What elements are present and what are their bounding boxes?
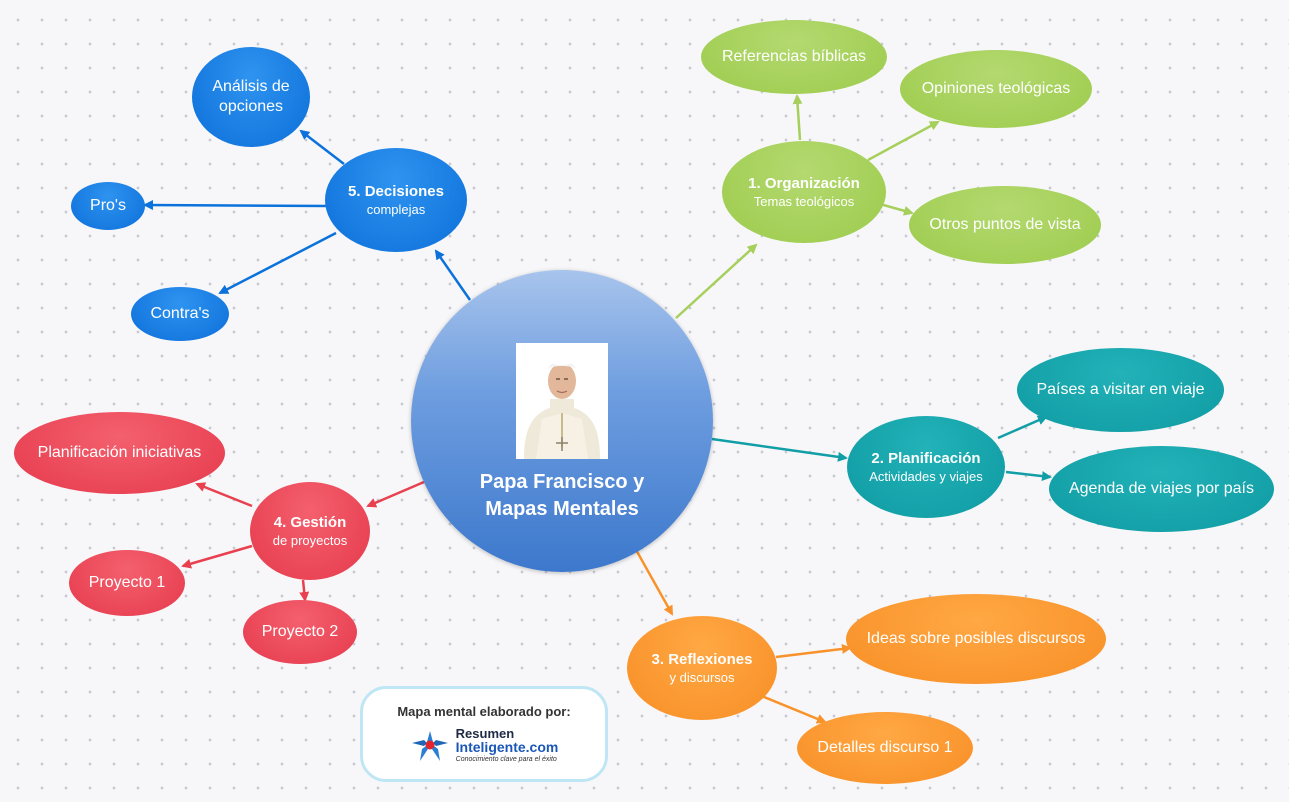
link-gestion-proyecto1 <box>181 544 253 569</box>
branch-planificacion-title: 2. Planificación <box>871 450 981 467</box>
logo-line1: Resumen <box>455 726 515 741</box>
link-decisiones-contras <box>218 231 337 295</box>
branch-decisiones-subtitle: complejas <box>366 202 426 217</box>
branch-reflexiones-title: 3. Reflexiones <box>651 651 753 668</box>
link-center-gestion <box>366 480 425 508</box>
resumen-inteligente-logo[interactable]: Resumen Inteligente.com Conocimiento cla… <box>410 726 559 765</box>
credit-text: Mapa mental elaborado por: <box>397 704 571 719</box>
link-reflexiones-ideas <box>775 644 852 659</box>
link-decisiones-analisis <box>299 129 345 165</box>
leaf-pros[interactable]: Pro's <box>71 182 145 230</box>
link-planificacion-agenda <box>1005 470 1052 482</box>
link-gestion-planificacion <box>195 482 253 508</box>
link-organizacion-referencias <box>792 94 803 141</box>
link-center-organizacion <box>675 243 758 319</box>
leaf-agenda-de-viajes[interactable]: Agenda de viajes por país <box>1049 446 1274 532</box>
leaf-detalles-discurso-1[interactable]: Detalles discurso 1 <box>797 712 973 784</box>
branch-gestion[interactable]: 4. Gestión de proyectos <box>250 482 370 580</box>
branch-organizacion-title: 1. Organización <box>748 175 860 192</box>
center-title-line1: Papa Francisco y <box>479 471 645 493</box>
credit-box: Mapa mental elaborado por: Resumen Intel… <box>360 686 608 782</box>
leaf-contras[interactable]: Contra's <box>131 287 229 341</box>
leaf-planificacion-iniciativas[interactable]: Planificación iniciativas <box>14 412 225 494</box>
leaf-proyecto-1[interactable]: Proyecto 1 <box>69 550 185 616</box>
branch-planificacion-subtitle: Actividades y viajes <box>869 469 983 484</box>
link-planificacion-paises <box>997 415 1048 440</box>
center-node[interactable]: Papa Francisco y Mapas Mentales <box>411 270 713 572</box>
branch-organizacion[interactable]: 1. Organización Temas teológicos <box>722 141 886 243</box>
leaf-paises-a-visitar[interactable]: Países a visitar en viaje <box>1017 348 1224 432</box>
link-organizacion-otros <box>879 202 914 216</box>
branch-organizacion-subtitle: Temas teológicos <box>753 194 855 209</box>
branch-gestion-title: 4. Gestión <box>273 514 347 531</box>
branch-gestion-subtitle: de proyectos <box>272 533 348 548</box>
branch-decisiones[interactable]: 5. Decisiones complejas <box>325 148 467 252</box>
link-decisiones-pros <box>143 200 329 211</box>
leaf-otros-puntos-de-vista[interactable]: Otros puntos de vista <box>909 186 1101 264</box>
logo-line2: Inteligente.com <box>455 739 559 755</box>
leaf-opiniones-teologicas[interactable]: Opiniones teológicas <box>900 50 1092 128</box>
leaf-ideas-sobre-discursos[interactable]: Ideas sobre posibles discursos <box>846 594 1106 684</box>
link-center-reflexiones <box>633 547 674 616</box>
branch-planificacion[interactable]: 2. Planificación Actividades y viajes <box>847 416 1005 518</box>
link-gestion-proyecto2 <box>299 579 310 602</box>
leaf-proyecto-2[interactable]: Proyecto 2 <box>243 600 357 664</box>
link-organizacion-opiniones <box>867 120 940 162</box>
branch-decisiones-title: 5. Decisiones <box>348 183 444 200</box>
leaf-referencias-biblicas[interactable]: Referencias bíblicas <box>701 20 887 94</box>
logo-tagline: Conocimiento clave para el éxito <box>455 756 557 763</box>
pope-portrait-image <box>516 343 608 459</box>
branch-reflexiones[interactable]: 3. Reflexiones y discursos <box>627 616 777 720</box>
branch-reflexiones-subtitle: y discursos <box>669 670 735 685</box>
link-center-planificacion <box>711 437 848 462</box>
star-logo-icon <box>411 731 448 761</box>
link-center-decisiones <box>434 249 472 301</box>
center-title-line2: Mapas Mentales <box>485 498 639 520</box>
leaf-analisis-de-opciones[interactable]: Análisis de opciones <box>192 47 310 147</box>
